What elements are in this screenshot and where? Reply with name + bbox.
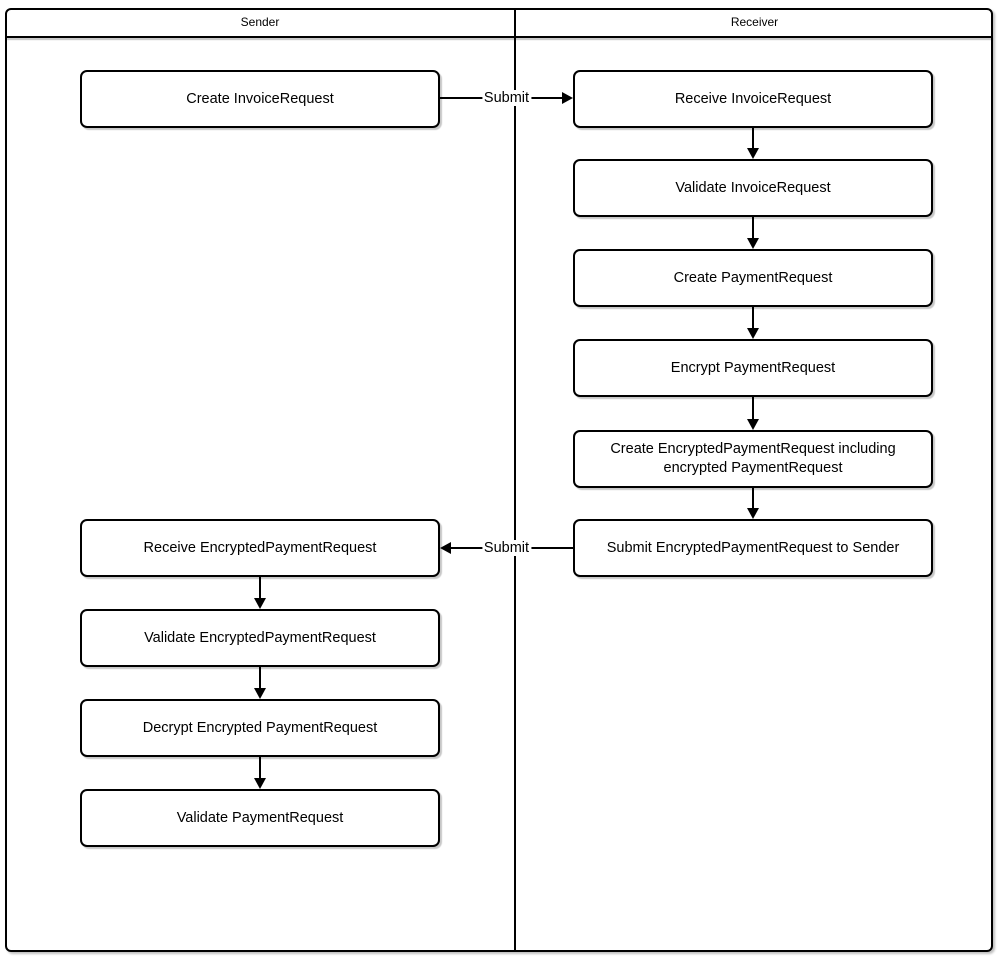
node-submit-encrypted-payment-request-to-sender: Submit EncryptedPaymentRequest to Sender [573, 519, 933, 577]
arrowhead-down-icon [254, 688, 266, 699]
arrow-shaft [752, 307, 754, 328]
down-arrow-icon [747, 488, 759, 519]
arrowhead-down-icon [747, 508, 759, 519]
arrowhead-left-icon [440, 542, 451, 554]
arrowhead-down-icon [747, 148, 759, 159]
down-arrow-icon [747, 397, 759, 430]
node-decrypt-encrypted-payment-request: Decrypt Encrypted PaymentRequest [80, 699, 440, 757]
node-validate-encrypted-payment-request: Validate EncryptedPaymentRequest [80, 609, 440, 667]
node-label: Create PaymentRequest [673, 269, 833, 286]
lane-header-separator [6, 36, 992, 38]
node-label: Create InvoiceRequest [186, 90, 334, 107]
node-create-invoice-request: Create InvoiceRequest [80, 70, 440, 128]
arrow-submit-invoice: Submit [440, 90, 573, 106]
arrow-shaft [752, 128, 754, 148]
arrow-shaft [259, 667, 261, 688]
node-receive-invoice-request: Receive InvoiceRequest [573, 70, 933, 128]
node-label: Receive InvoiceRequest [674, 90, 832, 107]
down-arrow-icon [747, 217, 759, 249]
down-arrow-icon [747, 128, 759, 159]
arrowhead-down-icon [747, 238, 759, 249]
node-label: Create EncryptedPaymentRequest including… [610, 441, 896, 476]
arrow-shaft [752, 397, 754, 419]
lane-title-receiver: Receiver [730, 15, 779, 29]
node-label: Decrypt Encrypted PaymentRequest [142, 719, 378, 736]
node-label: Receive EncryptedPaymentRequest [143, 539, 377, 556]
arrow-submit-encrypted-payment: Submit [440, 540, 573, 556]
arrowhead-down-icon [747, 328, 759, 339]
node-validate-payment-request: Validate PaymentRequest [80, 789, 440, 847]
arrow-shaft [259, 577, 261, 598]
node-label: Validate InvoiceRequest [675, 179, 831, 196]
down-arrow-icon [254, 577, 266, 609]
arrow-label-submit: Submit [481, 540, 532, 556]
node-create-payment-request: Create PaymentRequest [573, 249, 933, 307]
arrow-label-submit: Submit [481, 90, 532, 106]
arrow-shaft [752, 488, 754, 508]
down-arrow-icon [747, 307, 759, 339]
down-arrow-icon [254, 667, 266, 699]
node-label: Submit EncryptedPaymentRequest to Sender [606, 539, 900, 556]
node-create-encrypted-payment-request: Create EncryptedPaymentRequest including… [573, 430, 933, 488]
down-arrow-icon [254, 757, 266, 789]
arrowhead-down-icon [747, 419, 759, 430]
lane-divider [514, 8, 516, 952]
arrow-shaft [752, 217, 754, 238]
node-label: Encrypt PaymentRequest [670, 359, 836, 376]
node-encrypt-payment-request: Encrypt PaymentRequest [573, 339, 933, 397]
node-label: Validate PaymentRequest [176, 809, 344, 826]
arrowhead-down-icon [254, 598, 266, 609]
node-label: Validate EncryptedPaymentRequest [144, 629, 376, 646]
swimlane-frame [5, 8, 993, 952]
lane-title-sender: Sender [240, 15, 280, 29]
node-receive-encrypted-payment-request: Receive EncryptedPaymentRequest [80, 519, 440, 577]
arrowhead-right-icon [562, 92, 573, 104]
node-validate-invoice-request: Validate InvoiceRequest [573, 159, 933, 217]
arrowhead-down-icon [254, 778, 266, 789]
arrow-shaft [259, 757, 261, 778]
